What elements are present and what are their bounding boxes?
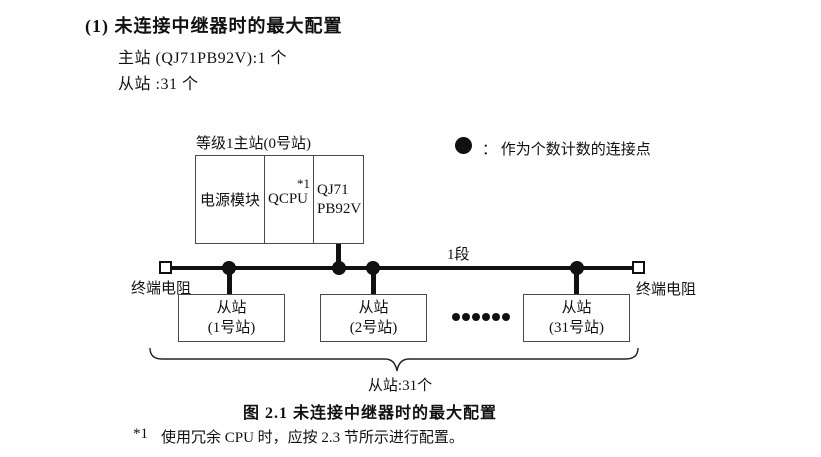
pb92v-label-line1: QJ71 [317,181,349,198]
ellipsis-dot [492,313,500,321]
slave31-label-line1: 从站 [561,300,592,316]
master-drop-line [336,244,341,270]
qcpu-cell: *1 QCPU [265,156,314,243]
left-terminator-square-icon [159,261,172,274]
ellipsis-dot [502,313,510,321]
slave-count-label: 从站:31个 [367,378,433,394]
slave2-label-line2: (2号站) [349,320,398,336]
connection-point-dot [570,261,584,275]
slave-station-box-31: 从站 (31号站) [523,294,630,342]
connection-point-legend-icon [455,137,472,154]
right-terminator-square-icon [632,261,645,274]
slave-station-box-2: 从站 (2号站) [320,294,427,342]
power-module-label: 电源模块 [199,193,260,209]
slave31-drop-line [574,268,579,295]
connection-point-dot [332,261,346,275]
qcpu-label: QCPU [268,191,309,207]
pb92v-label-line2: PB92V [317,200,362,217]
master-spec-line: 主站 (QJ71PB92V):1 个 [118,50,288,67]
slave1-drop-line [227,268,232,295]
legend-text: ： 作为个数计数的连接点 [482,142,651,158]
slave31-label-line2: (31号站) [549,320,604,336]
ellipsis-dots [452,313,510,321]
slave1-label-line1: 从站 [216,300,247,316]
left-terminator-label: 终端电阻 [131,281,192,297]
connection-point-dot [366,261,380,275]
ellipsis-dot [482,313,490,321]
footnote: *1 使用冗余 CPU 时，应按 2.3 节所示进行配置。 [133,426,464,447]
master-station-box: 电源模块 *1 QCPU QJ71 PB92V [195,155,364,244]
slave-station-box-1: 从站 (1号站) [178,294,285,342]
pb92v-cell: QJ71 PB92V [314,156,363,243]
connection-point-dot [222,261,236,275]
ellipsis-dot [452,313,460,321]
slave2-drop-line [371,268,376,295]
footnote-marker: *1 [133,426,148,442]
slave2-label-line1: 从站 [358,300,389,316]
figure-caption: 图 2.1 未连接中继器时的最大配置 [242,405,497,422]
right-terminator-label: 终端电阻 [636,282,697,298]
ellipsis-dot [472,313,480,321]
bus-line [172,266,632,270]
segment-label: 1段 [447,247,470,263]
power-module-cell: 电源模块 [196,156,265,243]
section-heading: (1) 未连接中继器时的最大配置 [85,16,343,36]
master-station-label: 等级1主站(0号站) [196,136,311,152]
slave1-label-line2: (1号站) [207,320,256,336]
ellipsis-dot [462,313,470,321]
footnote-text: 使用冗余 CPU 时，应按 2.3 节所示进行配置。 [161,430,464,446]
underbrace [149,347,639,372]
qcpu-footnote-marker: *1 [297,176,310,191]
slave-spec-line: 从站 :31 个 [118,76,199,93]
